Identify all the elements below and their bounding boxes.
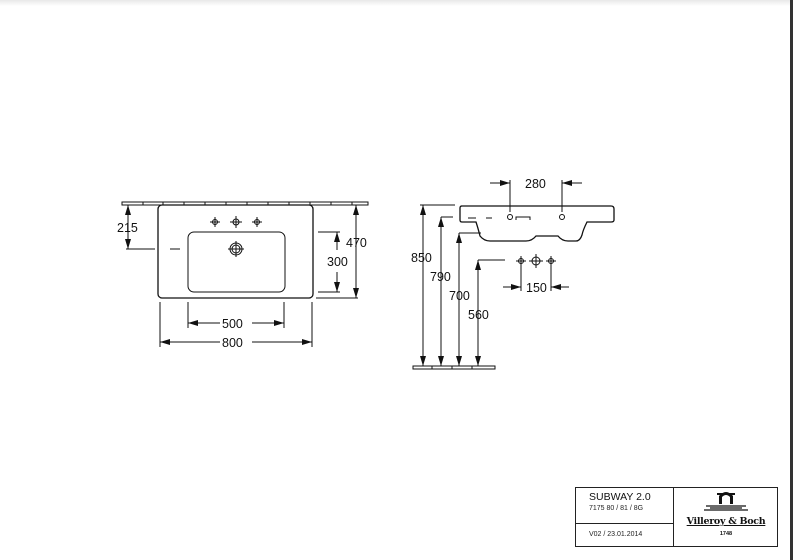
dim-150: 150: [526, 281, 547, 295]
tap-hole-icons: [210, 216, 262, 228]
page-border: [790, 0, 793, 560]
logo-year: 1748: [719, 531, 733, 537]
basin-outline: [157, 204, 314, 299]
dim-560: 560: [468, 308, 489, 322]
side-view: [412, 180, 615, 370]
version-date: V02 / 23.01.2014: [589, 531, 643, 538]
dim-300: 300: [327, 255, 348, 269]
dim-470: 470: [346, 236, 367, 250]
top-shade: [0, 0, 793, 6]
basin-profile: [459, 205, 615, 242]
title-block: SUBWAY 2.0 7175 80 / 81 / 8G V02 / 23.01…: [575, 487, 778, 547]
side-dimension-labels: 280 850 790 700 560 150: [411, 177, 547, 322]
logo-wordmark: Villeroy & Boch: [686, 516, 766, 527]
dim-800: 800: [222, 336, 243, 350]
dim-790: 790: [430, 270, 451, 284]
brand-logo: Villeroy & Boch 1748: [674, 488, 778, 546]
bowl-outline: [187, 231, 286, 293]
article-numbers: 7175 80 / 81 / 8G: [589, 505, 644, 512]
dim-280: 280: [525, 177, 546, 191]
castle-logo-icon: [704, 492, 748, 511]
floor-strip: [412, 365, 496, 370]
product-name: SUBWAY 2.0: [589, 491, 651, 503]
front-view: [121, 201, 369, 347]
drain-icon: [228, 241, 244, 257]
dim-500: 500: [222, 317, 243, 331]
front-dimension-labels: 215 300 470 500 800: [117, 221, 367, 350]
dim-215: 215: [117, 221, 138, 235]
outlet-hole-icons: [516, 254, 556, 268]
dim-700: 700: [449, 289, 470, 303]
dim-850: 850: [411, 251, 432, 265]
